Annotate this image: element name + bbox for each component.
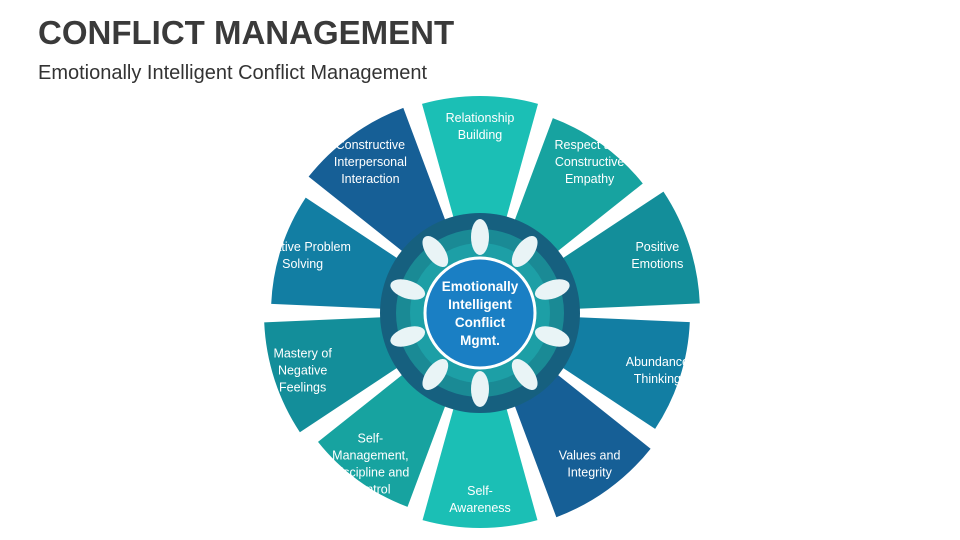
segment-5 <box>512 370 651 518</box>
segment-label-line: Abundance <box>626 355 689 369</box>
segment-label-line: Building <box>458 128 503 142</box>
segment-8 <box>264 317 404 433</box>
segment-label-line: Discipline and <box>331 465 409 479</box>
center-label-line: Conflict <box>455 315 506 330</box>
connector-6 <box>471 371 489 407</box>
segment-label-line: Thinking <box>634 372 681 386</box>
connector-9 <box>390 279 426 300</box>
center-label-line: Intelligent <box>448 297 512 312</box>
segment-label-line: Self- <box>358 431 384 445</box>
segment-label-line: Empathy <box>565 172 615 186</box>
segment-label-line: Control <box>350 482 390 496</box>
segment-1 <box>422 96 538 225</box>
segment-2 <box>512 118 643 256</box>
center-label-line: Emotionally <box>442 279 519 294</box>
connector-2 <box>511 236 538 268</box>
center-label-line: Mgmt. <box>460 333 500 348</box>
connector-7 <box>422 358 449 390</box>
segment-label-line: Mastery of <box>273 347 332 361</box>
page-subtitle: Emotionally Intelligent Conflict Managem… <box>38 62 428 84</box>
segment-10 <box>308 107 448 256</box>
segment-label-line: Values and <box>559 448 621 462</box>
connector-5 <box>511 358 538 390</box>
segment-label-line: Creative Problem <box>254 240 351 254</box>
page-title: CONFLICT MANAGEMENT <box>38 14 455 51</box>
segment-label-line: Solving <box>282 257 323 271</box>
connector-1 <box>471 219 489 255</box>
segment-7 <box>318 370 448 507</box>
segment-label-line: Integrity <box>567 465 612 479</box>
connector-4 <box>534 326 570 347</box>
segment-3 <box>556 191 700 309</box>
connectors-layer <box>390 219 570 407</box>
segment-label-line: Relationship <box>446 111 515 125</box>
segment-label-line: Constructive <box>336 138 406 152</box>
segment-9 <box>271 197 404 309</box>
connector-8 <box>390 326 426 347</box>
segment-label-line: Self- <box>467 484 493 498</box>
segment-label-line: Interaction <box>341 172 399 186</box>
segment-6 <box>422 401 538 528</box>
segment-4 <box>556 317 690 429</box>
segment-label-line: Positive <box>635 240 679 254</box>
segment-label-line: Emotions <box>631 257 683 271</box>
connector-10 <box>422 236 449 268</box>
segment-label-line: Respect and <box>555 138 625 152</box>
segment-label-line: Awareness <box>449 501 511 515</box>
segment-label-line: Interpersonal <box>334 155 407 169</box>
segment-label-line: Constructive <box>555 155 625 169</box>
center-circle <box>423 256 537 370</box>
segment-label-line: Management, <box>332 448 408 462</box>
segment-label-line: Feelings <box>279 381 326 395</box>
connector-3 <box>534 279 570 300</box>
segment-label-6: Self- Awareness <box>449 484 511 515</box>
segment-label-line: Negative <box>278 364 327 378</box>
